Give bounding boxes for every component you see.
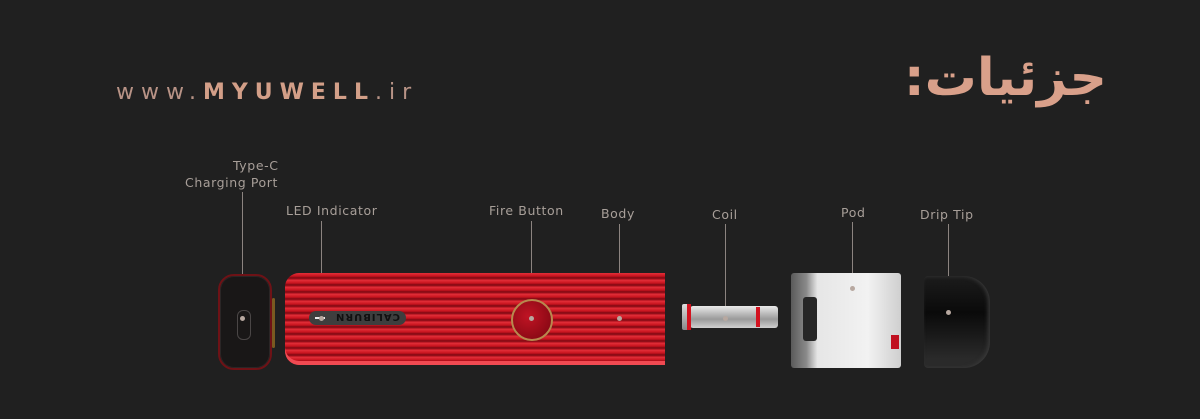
- leader-line-drip-tip: [948, 224, 949, 312]
- pointer-dot: [617, 316, 622, 321]
- coil-base: [682, 304, 690, 330]
- pointer-dot: [240, 316, 245, 321]
- page-title: جزئیات:: [903, 48, 1107, 108]
- coil-o-ring: [756, 307, 760, 327]
- drip-tip: [924, 276, 990, 368]
- cap-edge: [272, 298, 275, 348]
- leader-line-body: [619, 224, 620, 318]
- device-body: CALIBURN: [285, 273, 665, 365]
- label-charging-port: Charging Port: [185, 175, 279, 190]
- label-pod: Pod: [841, 205, 866, 220]
- label-drip-tip: Drip Tip: [920, 207, 974, 222]
- pointer-dot: [319, 316, 324, 321]
- label-body: Body: [601, 206, 635, 221]
- brand-marking: CALIBURN: [335, 311, 400, 322]
- website-brand: MYUWELL: [202, 80, 375, 105]
- website-url: www.MYUWELL.ir: [116, 80, 418, 105]
- leader-line-charging-port: [242, 192, 243, 318]
- charging-port-end-cap: [218, 274, 275, 370]
- coil: [682, 298, 780, 334]
- label-coil: Coil: [712, 207, 738, 222]
- label-fire-button: Fire Button: [489, 203, 564, 218]
- leader-line-led: [321, 221, 322, 318]
- coil-body: [690, 306, 778, 328]
- pointer-dot: [723, 316, 728, 321]
- pointer-dot: [850, 286, 855, 291]
- website-prefix: www.: [116, 80, 203, 105]
- label-led-indicator: LED Indicator: [286, 203, 378, 218]
- website-suffix: .ir: [374, 80, 419, 105]
- usb-c-port: [237, 310, 251, 340]
- pod: [791, 273, 901, 368]
- leader-line-fire-button: [531, 221, 532, 318]
- pointer-dot: [946, 310, 951, 315]
- leader-line-coil: [725, 224, 726, 318]
- pod-red-seal: [891, 335, 899, 349]
- coil-o-ring: [687, 304, 691, 330]
- pointer-dot: [529, 316, 534, 321]
- pod-notch: [803, 297, 817, 341]
- label-type-c: Type-C: [233, 158, 279, 173]
- leader-line-pod: [852, 222, 853, 288]
